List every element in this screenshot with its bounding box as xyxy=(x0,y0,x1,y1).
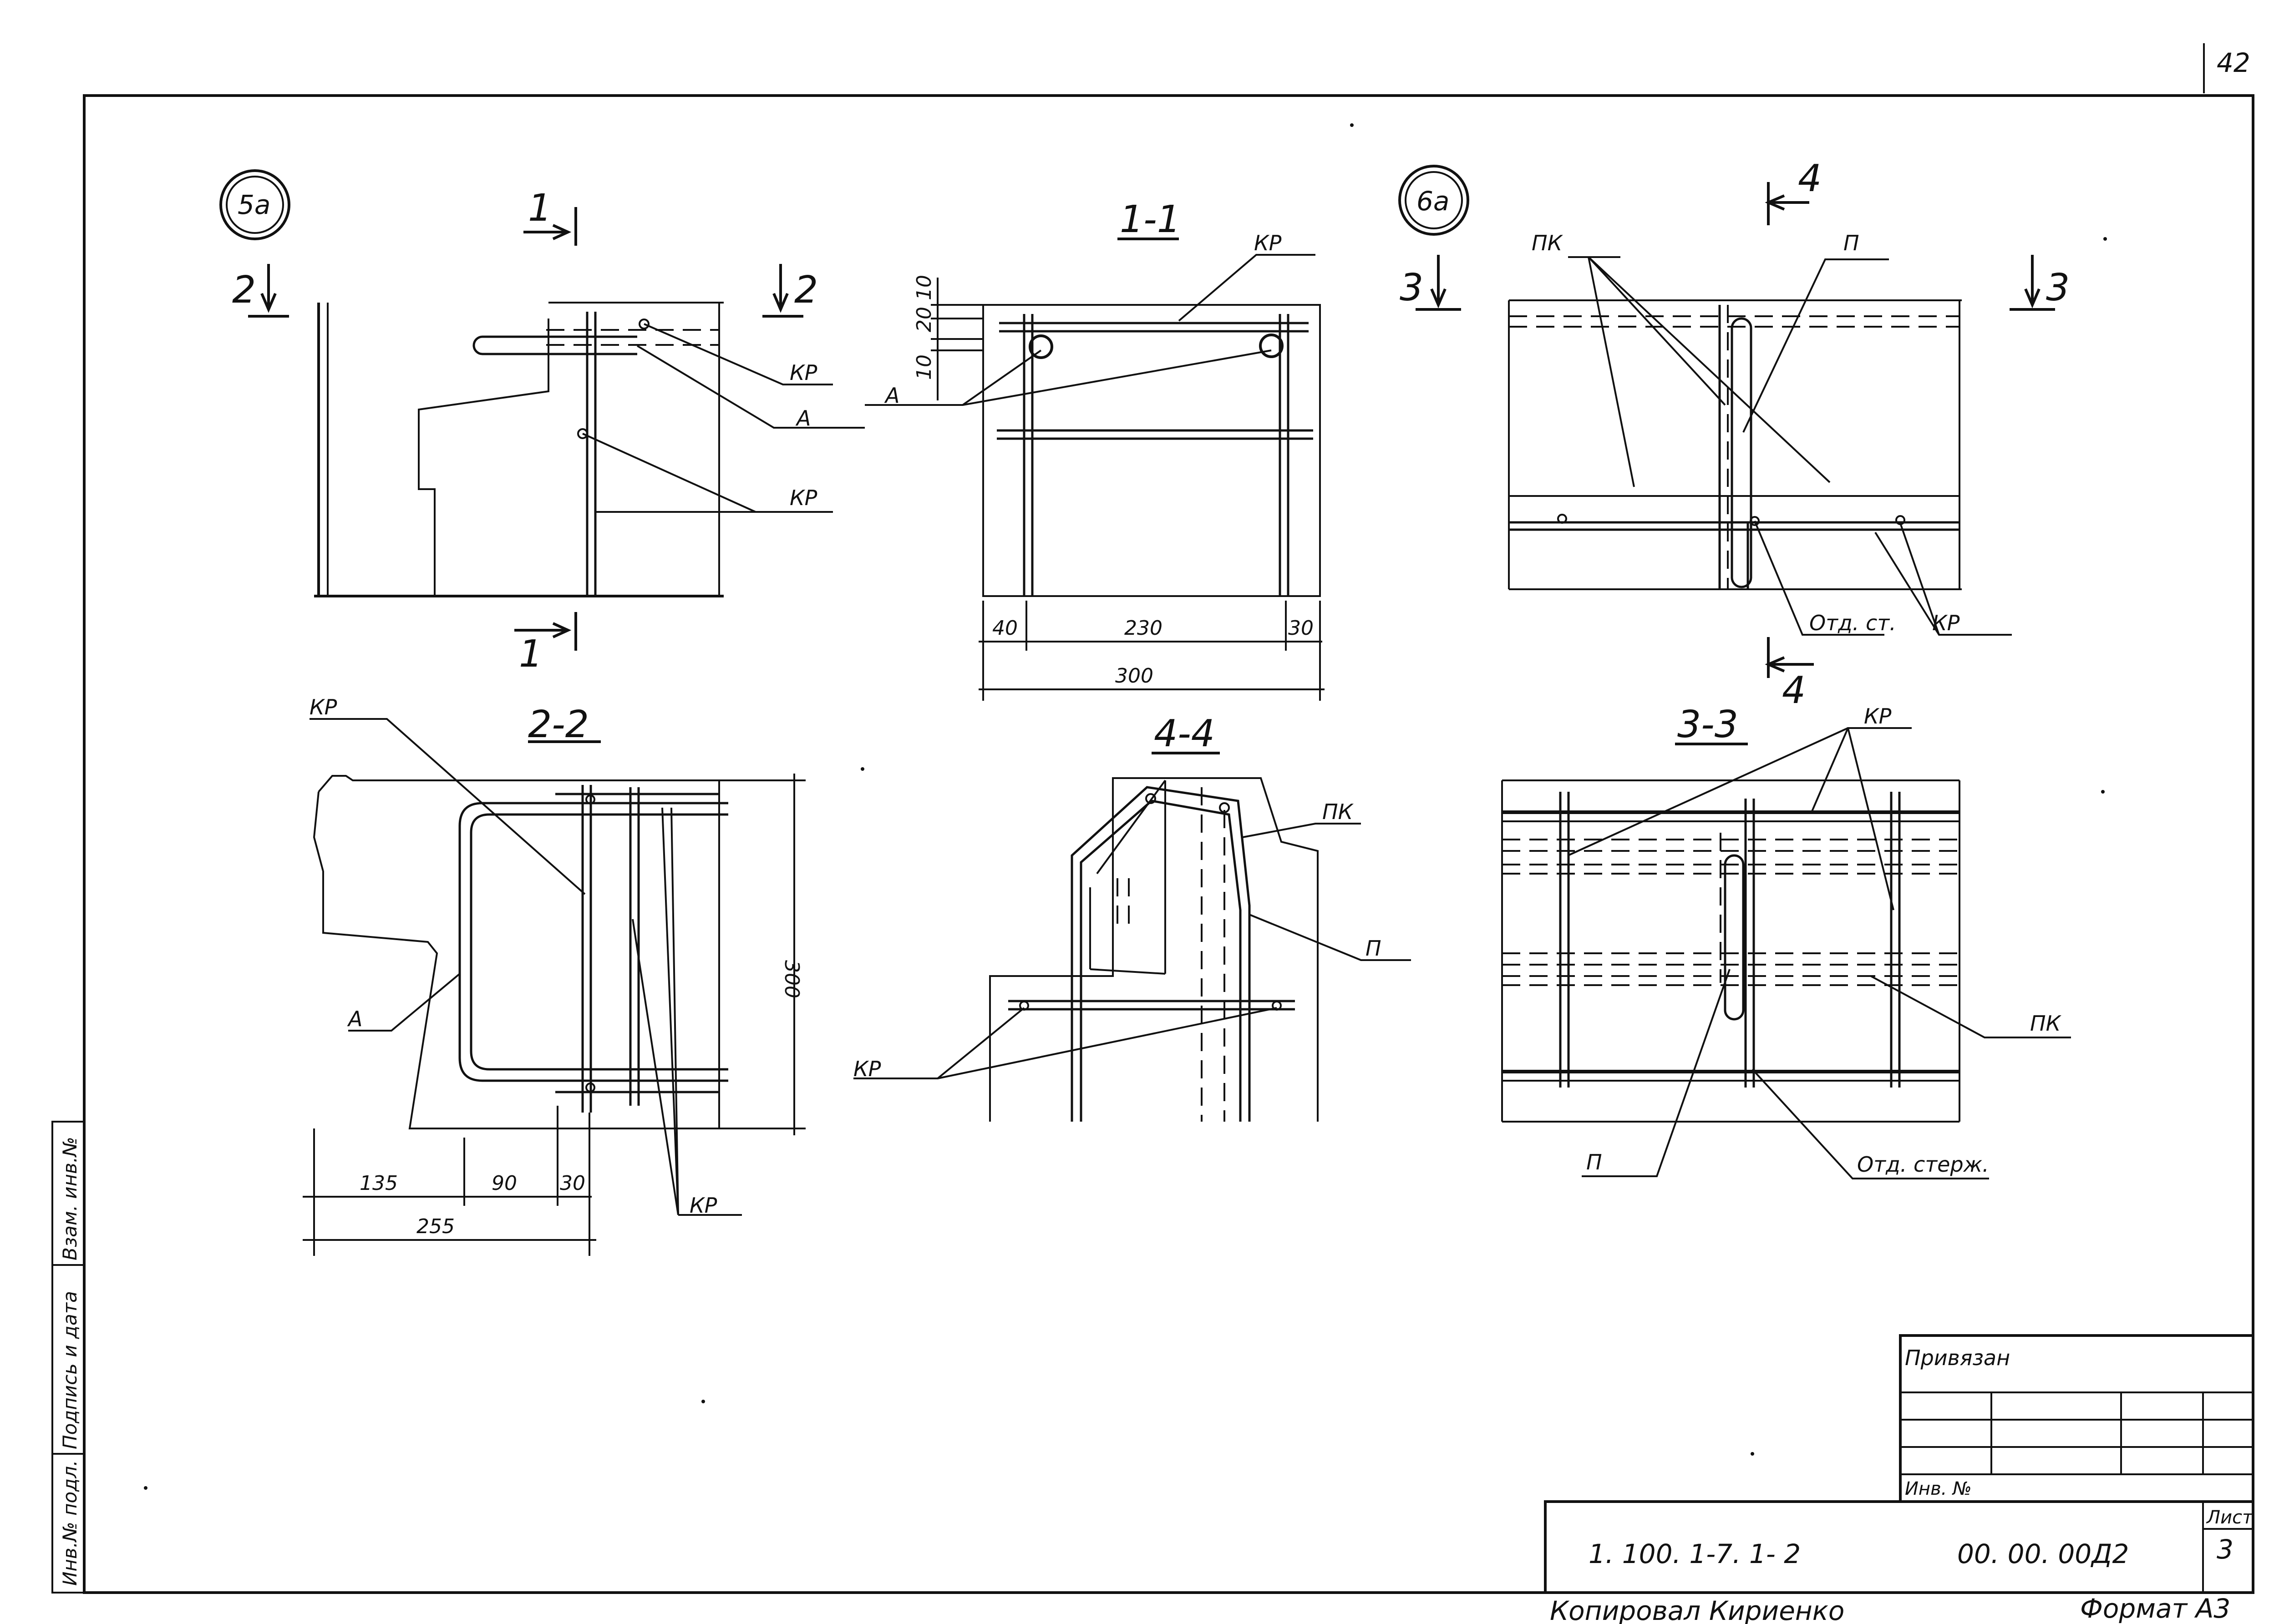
node-5a-circle xyxy=(219,169,290,240)
dim-300-height: 300 xyxy=(780,960,803,998)
section-mark-2-left: 2 xyxy=(232,268,256,312)
title-block: Привязан Инв. № Лист 3 1. 100. 1-7. 1- 2… xyxy=(1544,1334,2254,1594)
section-mark-4-bottom: 4 xyxy=(1782,669,1806,712)
label-kr-5a-1: КР xyxy=(790,360,817,385)
side-stamp-signature-date: Подпись и дата xyxy=(59,1291,81,1449)
label-p-4-4: П xyxy=(1365,936,1381,961)
node-6a-label: 6а xyxy=(1416,186,1449,217)
bar-a-circle-right xyxy=(1259,334,1284,358)
node-5a-label: 5а xyxy=(238,189,270,220)
label-p-3-3: П xyxy=(1586,1150,1602,1174)
sheet-label: Лист xyxy=(2206,1507,2254,1528)
section-4-4-title: 4-4 xyxy=(1154,712,1215,755)
label-kr-1-1: КР xyxy=(1254,231,1282,255)
dim-230: 230 xyxy=(1124,617,1162,640)
dim-10-top: 10 xyxy=(913,275,936,300)
bar-p-4-4 xyxy=(1071,786,1251,1122)
dim-255: 255 xyxy=(416,1215,455,1238)
doc-code-left: 1. 100. 1-7. 1- 2 xyxy=(1589,1538,1801,1569)
section-1-1-title: 1-1 xyxy=(1120,198,1181,241)
label-kr-2-2-top: КР xyxy=(310,695,337,719)
bar-a-circle-left xyxy=(1029,334,1053,359)
label-otd-sterzh: Отд. стерж. xyxy=(1857,1152,1989,1177)
view-6a: 6а 4 3 3 ПК П xyxy=(1398,157,2070,712)
outer-frame xyxy=(83,94,2254,1594)
side-stamp-replace-inv: Взам. инв.№ xyxy=(59,1137,81,1260)
dim-30: 30 xyxy=(1288,617,1314,640)
format-label: Формат А3 xyxy=(2080,1593,2230,1624)
tied-label: Привязан xyxy=(1905,1346,2010,1370)
section-mark-1-bottom: 1 xyxy=(519,632,543,676)
view-5a: 5а 1 2 2 КР А КР xyxy=(219,169,865,676)
label-kr-3-3: КР xyxy=(1864,704,1892,729)
label-a-2-2: А xyxy=(347,1007,362,1031)
section-mark-1-top: 1 xyxy=(528,187,552,230)
section-mark-4-top: 4 xyxy=(1798,157,1822,200)
bar-p-6a xyxy=(1731,317,1752,588)
dim-30-2-2: 30 xyxy=(560,1172,585,1195)
label-kr-2-2-bottom: КР xyxy=(690,1193,717,1218)
section-4-4: 4-4 ПК П КР xyxy=(853,712,1411,1122)
section-2-2: 2-2 300 КР А КР 135 xyxy=(303,695,806,1256)
bar-a-loop xyxy=(458,802,728,1082)
section-2-2-title: 2-2 xyxy=(528,703,589,746)
node-6a-circle xyxy=(1398,165,1469,236)
page-number: 42 xyxy=(2217,47,2250,78)
label-pk-3-3: ПК xyxy=(2030,1011,2062,1036)
sheet-number: 3 xyxy=(2217,1534,2233,1565)
section-mark-2-right: 2 xyxy=(794,268,818,312)
label-pk-6a: ПК xyxy=(1532,231,1563,255)
side-stamp: Инв.№ подл. Подпись и дата Взам. инв.№ xyxy=(51,1121,85,1594)
label-kr-4-4: КР xyxy=(853,1057,881,1081)
dim-40: 40 xyxy=(992,617,1018,640)
label-kr-5a-2: КР xyxy=(790,486,817,510)
section-3-3: 3-3 КР ПК П Отд. стерж. xyxy=(1501,703,2071,1179)
section-1-1: 1-1 10 20 10 КР А 40 230 xyxy=(865,198,1325,701)
dim-90: 90 xyxy=(492,1172,517,1195)
label-kr-6a: КР xyxy=(1932,611,1960,635)
inv-number-label: Инв. № xyxy=(1905,1478,1972,1499)
side-stamp-inv-podl: Инв.№ подл. xyxy=(59,1460,81,1586)
doc-code-right: 00. 00. 00Д2 xyxy=(1957,1538,2129,1569)
label-a-1-1: А xyxy=(884,383,899,408)
copied-by: Копировал Кириенко xyxy=(1550,1595,1844,1624)
section-3-3-title: 3-3 xyxy=(1677,703,1738,746)
label-p-6a: П xyxy=(1843,231,1859,255)
dim-135: 135 xyxy=(360,1172,398,1195)
section-mark-3-right: 3 xyxy=(2046,266,2070,309)
dim-20: 20 xyxy=(913,307,936,332)
label-a-5a: А xyxy=(795,406,811,430)
dim-300-total: 300 xyxy=(1115,664,1153,688)
dim-10-bottom: 10 xyxy=(913,354,936,380)
section-mark-3-left: 3 xyxy=(1400,266,1423,309)
bar-p-3-3 xyxy=(1724,854,1745,1021)
label-pk-4-4: ПК xyxy=(1322,799,1354,824)
label-otd-st: Отд. ст. xyxy=(1809,611,1896,635)
bar-a-hook xyxy=(472,335,637,355)
